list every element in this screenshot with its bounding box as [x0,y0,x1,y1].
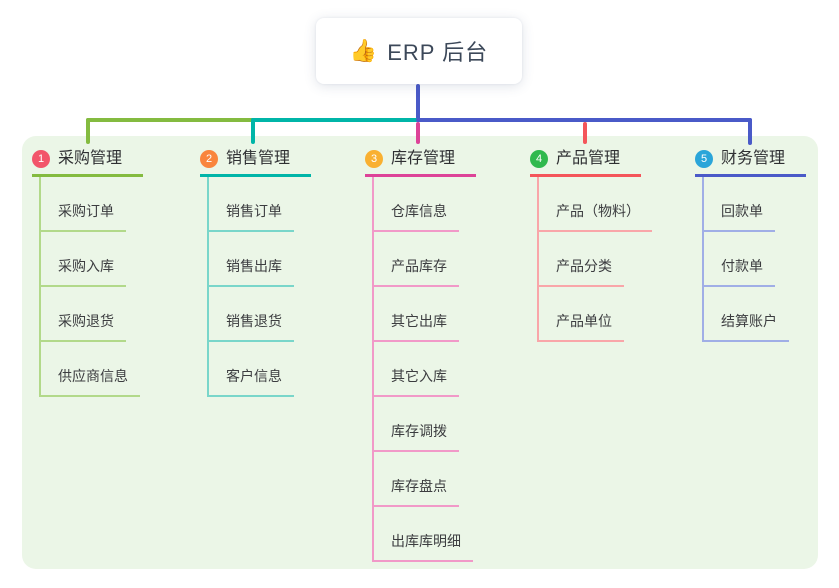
connector-drop-finance [748,118,752,145]
connector-drop-sales [251,118,255,144]
mindmap-node[interactable]: 客户信息 [209,342,294,397]
root-node[interactable]: 👍 ERP 后台 [316,18,522,84]
mindmap-node[interactable]: 其它入库 [374,342,459,397]
branch-label: 财务管理 [721,150,786,167]
branch-items-sales: 销售订单销售出库销售退货客户信息 [207,177,320,397]
mindmap-node[interactable]: 产品单位 [539,287,624,342]
mindmap-node[interactable]: 仓库信息 [374,177,459,232]
branch-number-badge: 3 [365,150,383,168]
branch-items-purchase: 采购订单采购入库采购退货供应商信息 [39,177,152,397]
branch-label: 采购管理 [58,150,123,167]
branch-items-product: 产品（物料）产品分类产品单位 [537,177,652,342]
connector-trunk-green [86,118,255,122]
branch-header-inventory[interactable]: 3 库存管理 [365,149,476,177]
branch-sales: 2 销售管理 销售订单销售出库销售退货客户信息 [200,149,320,397]
root-label: ERP 后台 [387,40,489,65]
branch-product: 4 产品管理 产品（物料）产品分类产品单位 [530,149,652,342]
mindmap-node[interactable]: 付款单 [704,232,775,287]
branch-header-product[interactable]: 4 产品管理 [530,149,641,177]
mindmap-node[interactable]: 销售订单 [209,177,294,232]
branches-panel [22,136,818,569]
mindmap-node[interactable]: 产品分类 [539,232,624,287]
branch-header-purchase[interactable]: 1 采购管理 [32,149,143,177]
mindmap-node[interactable]: 产品库存 [374,232,459,287]
mindmap-node[interactable]: 销售出库 [209,232,294,287]
mindmap-node[interactable]: 其它出库 [374,287,459,342]
thumbs-up-icon: 👍 [349,38,378,63]
mindmap-node[interactable]: 回款单 [704,177,775,232]
branch-label: 销售管理 [226,150,291,167]
branch-purchase: 1 采购管理 采购订单采购入库采购退货供应商信息 [32,149,152,397]
connector-drop-purchase [86,118,90,144]
branch-label: 产品管理 [556,150,621,167]
connector-trunk-teal [251,118,418,122]
branch-number-badge: 2 [200,150,218,168]
mindmap-node[interactable]: 供应商信息 [41,342,140,397]
branch-number-badge: 5 [695,150,713,168]
mindmap-node[interactable]: 采购退货 [41,287,126,342]
branch-number-badge: 4 [530,150,548,168]
branch-header-sales[interactable]: 2 销售管理 [200,149,311,177]
mindmap-node[interactable]: 销售退货 [209,287,294,342]
mindmap-node[interactable]: 产品（物料） [539,177,652,232]
branch-header-finance[interactable]: 5 财务管理 [695,149,806,177]
mindmap-node[interactable]: 出库库明细 [374,507,473,562]
mindmap-node[interactable]: 库存盘点 [374,452,459,507]
branch-items-finance: 回款单付款单结算账户 [702,177,815,342]
branch-inventory: 3 库存管理 仓库信息产品库存其它出库其它入库库存调拨库存盘点出库库明细 [365,149,485,562]
connector-root-drop [416,84,420,122]
branch-items-inventory: 仓库信息产品库存其它出库其它入库库存调拨库存盘点出库库明细 [372,177,485,562]
branch-number-badge: 1 [32,150,50,168]
mindmap-node[interactable]: 采购入库 [41,232,126,287]
mindmap-node[interactable]: 采购订单 [41,177,126,232]
connector-drop-inventory [416,122,420,144]
mindmap-node[interactable]: 结算账户 [704,287,789,342]
connector-drop-product [583,122,587,144]
branch-label: 库存管理 [391,150,456,167]
branch-finance: 5 财务管理 回款单付款单结算账户 [695,149,815,342]
connector-trunk-blue [416,118,752,122]
mindmap-node[interactable]: 库存调拨 [374,397,459,452]
